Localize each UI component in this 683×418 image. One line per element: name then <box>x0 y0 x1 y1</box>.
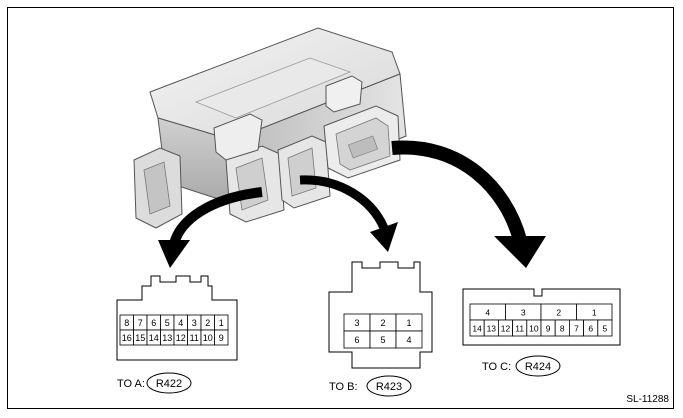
pin-number: 3 <box>354 318 359 328</box>
arrow-to-c <box>391 140 546 268</box>
pin-number: 13 <box>487 324 497 334</box>
connector-a-label: TO A: <box>117 378 145 390</box>
pin-number: 6 <box>588 324 593 334</box>
pin-number: 8 <box>560 324 565 334</box>
pin-number: 2 <box>205 318 210 328</box>
pin-number: 9 <box>219 333 224 343</box>
pin-number: 4 <box>178 318 183 328</box>
connector-b-code-circle <box>366 375 412 397</box>
arrow-to-b <box>299 175 398 252</box>
pin-number: 4 <box>406 335 411 345</box>
pin-number: 1 <box>406 318 411 328</box>
pin-number: 2 <box>556 308 561 318</box>
pin-cell <box>597 319 613 337</box>
pin-number: 5 <box>165 318 170 328</box>
pin-number: 11 <box>515 324 524 334</box>
pin-number: 9 <box>546 324 551 334</box>
pin-number: 14 <box>472 324 482 334</box>
pin-number: 6 <box>354 335 359 345</box>
pin-number: 7 <box>574 324 579 334</box>
pin-number: 15 <box>135 333 145 343</box>
pin-number: 10 <box>529 324 539 334</box>
connector-b-code: R423 <box>376 381 402 393</box>
pin-number: 16 <box>122 333 132 343</box>
pin-number: 3 <box>192 318 197 328</box>
control-unit-illustration <box>133 27 407 229</box>
pin-cell <box>395 330 423 349</box>
pin-number: 14 <box>149 333 159 343</box>
pin-number: 4 <box>485 308 490 318</box>
pin-number: 2 <box>380 318 385 328</box>
pin-number: 11 <box>190 333 199 343</box>
arrow-to-a <box>158 187 263 268</box>
pin-cell <box>214 329 229 346</box>
connector-b-face: 3 2 1 6 5 4 <box>328 261 433 369</box>
connector-a-code: R422 <box>156 378 182 390</box>
pin-number: 8 <box>124 318 129 328</box>
connector-c-label: TO C: <box>482 361 511 373</box>
pin-number: 1 <box>592 308 597 318</box>
pin-number: 12 <box>176 333 186 343</box>
pin-number: 5 <box>603 324 608 334</box>
figure-id: SL-11288 <box>626 394 669 405</box>
pin-number: 7 <box>138 318 143 328</box>
pin-number: 1 <box>219 318 224 328</box>
connector-c-code-circle <box>515 355 561 377</box>
pin-number: 5 <box>380 335 385 345</box>
pin-number: 13 <box>162 333 172 343</box>
pin-number: 3 <box>521 308 526 318</box>
pin-number: 10 <box>203 333 213 343</box>
connector-b-pin-grid: 3 2 1 6 5 4 <box>343 313 423 349</box>
connector-c-code: R424 <box>525 361 551 373</box>
connector-a-code-circle <box>146 372 192 394</box>
pin-number: 12 <box>501 324 511 334</box>
connector-b-label: TO B: <box>329 381 358 393</box>
pin-number: 6 <box>151 318 156 328</box>
